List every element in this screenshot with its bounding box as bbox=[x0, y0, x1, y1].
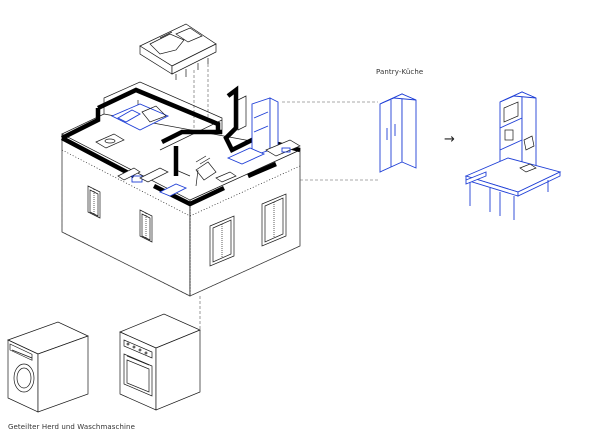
bed-illustration bbox=[139, 23, 217, 80]
pantry-kitchen-label: Pantry-Küche bbox=[376, 68, 424, 76]
appliances-caption: Geteilter Herd und Waschmaschine bbox=[8, 423, 135, 431]
pantry-kitchen-open bbox=[464, 91, 562, 220]
apartment-isometric bbox=[60, 81, 302, 297]
washing-machine-icon bbox=[7, 321, 89, 413]
stove-oven-icon bbox=[119, 313, 201, 411]
arrow-icon: → bbox=[444, 132, 455, 147]
pantry-kitchen-closed bbox=[379, 93, 417, 173]
